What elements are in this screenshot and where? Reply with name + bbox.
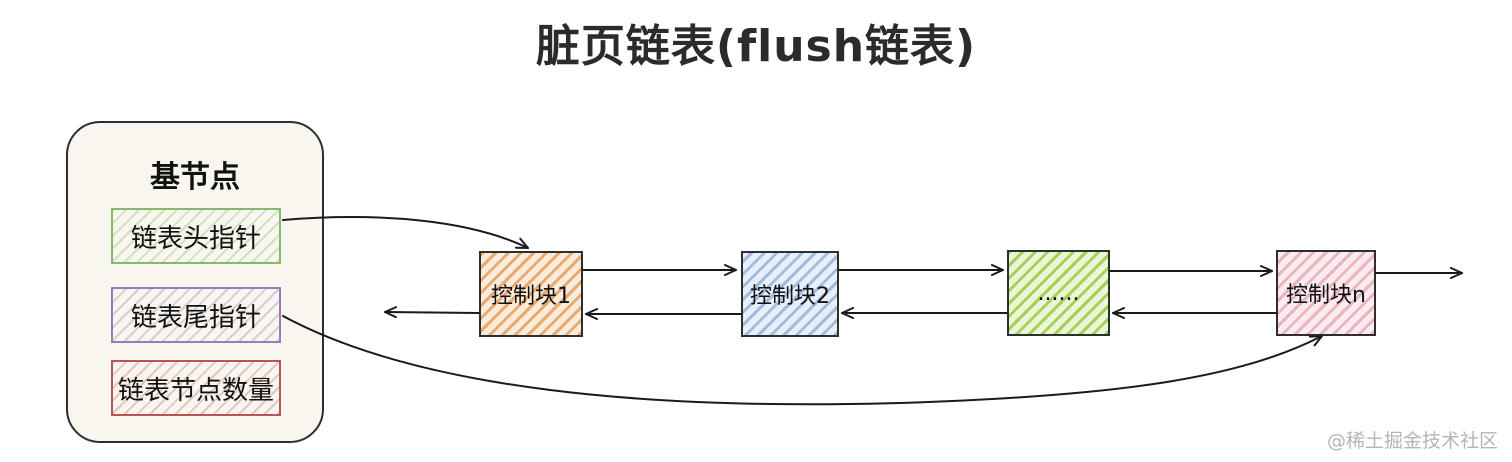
base-node-container <box>66 121 324 443</box>
tail-pointer-field: 链表尾指针 <box>111 287 281 343</box>
node-count-field: 链表节点数量 <box>111 360 281 416</box>
control-block-2: 控制块2 <box>741 251 839 337</box>
control-block-2-label: 控制块2 <box>750 284 830 309</box>
head-pointer-field: 链表头指针 <box>111 208 281 264</box>
control-block-1: 控制块1 <box>479 251 583 337</box>
node-count-label: 链表节点数量 <box>117 375 274 406</box>
tail-pointer-label: 链表尾指针 <box>130 302 261 333</box>
head-pointer-arrow <box>282 216 529 249</box>
control-block-ellipsis-label: ...... <box>1037 280 1080 306</box>
base-node-label: 基节点 <box>150 160 240 195</box>
diagram-title: 脏页链表(flush链表) <box>535 21 977 72</box>
control-block-ellipsis: ...... <box>1007 250 1110 336</box>
tail-pointer-arrow <box>282 315 1323 406</box>
head-pointer-label: 链表头指针 <box>130 223 261 254</box>
control-block-1-label: 控制块1 <box>491 284 571 309</box>
watermark: @稀土掘金技术社区 <box>1326 430 1498 452</box>
control-block-n: 控制块n <box>1276 250 1376 336</box>
block-1-prev-arrow <box>384 306 480 319</box>
control-block-n-label: 控制块n <box>1286 283 1366 308</box>
